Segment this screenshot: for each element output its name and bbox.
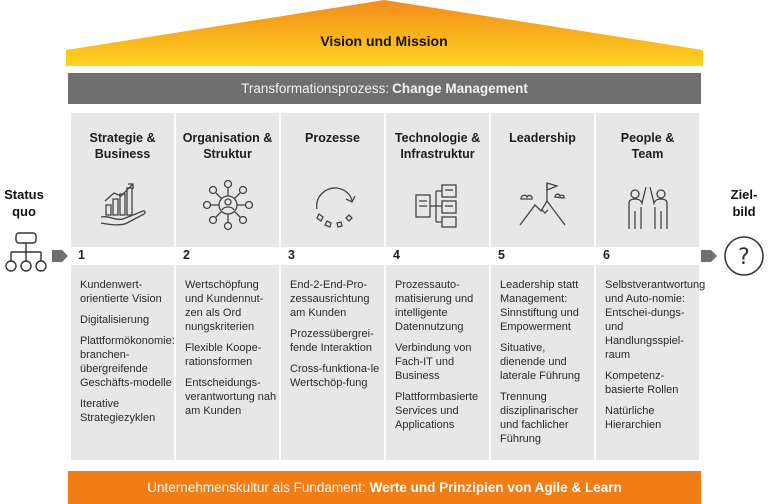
- pillar-title: Technologie & Infrastruktur: [394, 131, 481, 161]
- list-item: Trennung disziplinarischer und fachliche…: [500, 391, 579, 445]
- list-item: Kompetenz-basierte Rollen: [605, 370, 679, 396]
- list-item: Cross-funktiona-le Wertschöp-fung: [290, 363, 380, 389]
- foundation-prefix: Unternehmenskultur als Fundament:: [147, 480, 366, 495]
- band-emphasis: Change Management: [392, 81, 528, 96]
- pillar-item-list: Kundenwert-orientierte Vision Digitalisi…: [80, 278, 175, 432]
- question-circle-icon: ?: [724, 236, 764, 276]
- pillar-processes: Prozesse 3 End-2-End-Pro-zessausrichtung…: [281, 113, 384, 460]
- band-prefix: Transformationsprozess:: [241, 81, 390, 96]
- list-item: Situative, dienende und laterale Führung: [500, 342, 581, 382]
- foundation-emphasis: Werte und Prinzipien von Agile & Learn: [369, 480, 622, 495]
- list-item: Wertschöpfung und Kundennut-zen als Ord …: [185, 279, 264, 333]
- pillar-title: Strategie & Business: [89, 131, 156, 161]
- list-item: Entscheidungs-verantwortung nah am Kunde…: [185, 377, 277, 417]
- list-item: Selbstverantwortung und Auto-nomie: Ents…: [605, 279, 706, 361]
- org-chart-icon: [5, 232, 47, 272]
- pillar-leadership: Leadership 5 Leadership statt Management…: [491, 113, 594, 460]
- list-item: Natürliche Hierarchien: [605, 405, 662, 431]
- pillar-title: People & Team: [620, 131, 675, 161]
- pillar-title: Prozesse: [305, 131, 360, 145]
- pillar-number-badge: 3: [281, 247, 384, 265]
- list-item: Prozessauto-matisierung und intelligente…: [395, 279, 474, 333]
- pillar-organisation-structure: Organisation & Struktur 2 Wertschöpfung …: [176, 113, 279, 460]
- pillar-people-team: People & Team 6 Selbstverantwortung und …: [596, 113, 706, 460]
- roof-title: Vision und Mission: [320, 33, 448, 49]
- list-item: Plattformbasierte Services und Applicati…: [395, 391, 479, 431]
- pillar-number-badge: 1: [71, 247, 174, 265]
- arrow-out-icon: [701, 250, 717, 262]
- list-item: Kundenwert-orientierte Vision: [80, 279, 162, 305]
- server-infrastructure-icon: [415, 184, 457, 228]
- circular-arrow-icon: [316, 187, 356, 228]
- network-people-icon: [202, 179, 254, 231]
- pillar-number-badge: 5: [491, 247, 594, 265]
- roof-shape: [66, 0, 703, 66]
- pillar-strategy-business: Strategie & Business 1 Kundenwert-orient…: [71, 113, 175, 460]
- pillar-item-list: Wertschöpfung und Kundennut-zen als Ord …: [185, 278, 277, 425]
- pillar-item-list: Prozessauto-matisierung und intelligente…: [395, 278, 487, 439]
- pillar-technology-infrastructure: Technologie & Infrastruktur 4 Prozessaut…: [386, 113, 489, 460]
- pillar-item-list: Leadership statt Management: Sinnstiftun…: [500, 278, 592, 453]
- zielbild-label: Ziel- bild: [730, 187, 758, 219]
- foundation-band: Unternehmenskultur als Fundament: Werte …: [68, 471, 701, 504]
- list-item: Iterative Strategiezyklen: [80, 398, 156, 424]
- pillar-number-badge: 2: [176, 247, 279, 265]
- list-item: End-2-End-Pro-zessausrichtung am Kunden: [290, 279, 370, 319]
- transformation-band: Transformationsprozess: Change Managemen…: [68, 73, 701, 104]
- growth-chart-hand-icon: [100, 183, 146, 226]
- pillar-item-list: End-2-End-Pro-zessausrichtung am Kunden …: [290, 278, 382, 397]
- pillar-title: Leadership: [509, 131, 576, 145]
- list-item: Plattformökonomie: branchen-übergreifend…: [80, 335, 175, 389]
- pillar-title: Organisation & Struktur: [182, 131, 273, 161]
- pillar-number-badge: 6: [596, 247, 699, 265]
- list-item: Leadership statt Management: Sinnstiftun…: [500, 279, 579, 333]
- list-item: Verbindung von Fach-IT und Business: [395, 342, 472, 382]
- list-item: Digitalisierung: [80, 314, 150, 326]
- pillar-item-list: Selbstverantwortung und Auto-nomie: Ents…: [605, 278, 706, 439]
- status-quo-label: Status quo: [4, 187, 44, 219]
- team-high-five-icon: [628, 186, 668, 229]
- pillar-number-badge: 4: [386, 247, 489, 265]
- arrow-in-icon: [52, 250, 68, 262]
- list-item: Prozessübergrei-fende Interaktion: [290, 328, 374, 354]
- svg-text:?: ?: [738, 245, 750, 270]
- list-item: Flexible Koope-rationsformen: [185, 342, 262, 368]
- mountain-flag-icon: [519, 182, 566, 226]
